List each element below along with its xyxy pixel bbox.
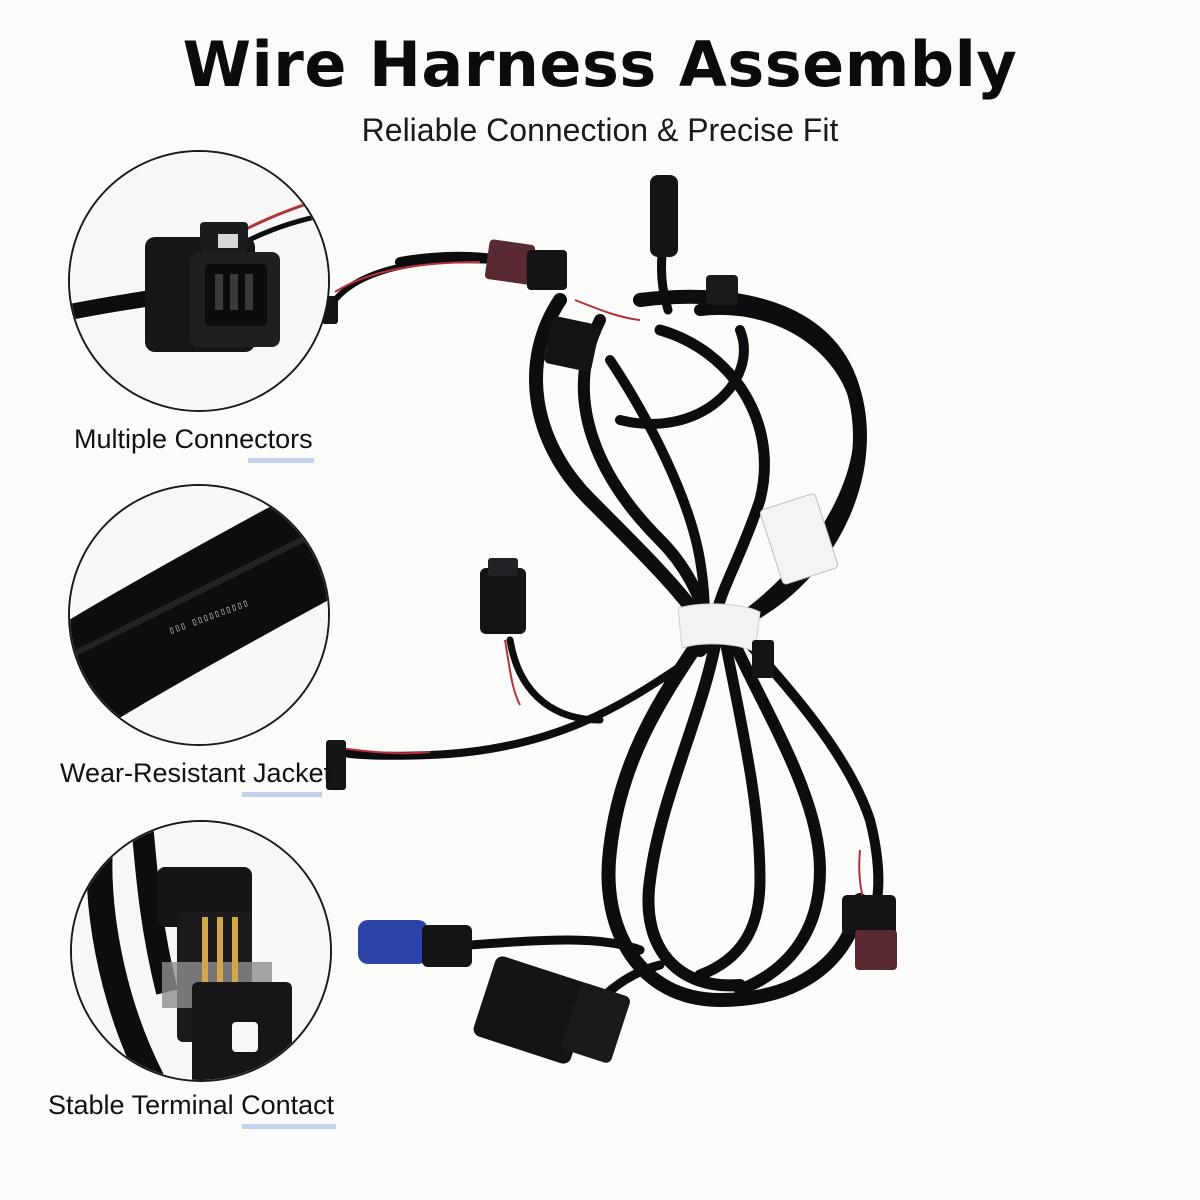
callout-label-connectors: Multiple Connectors (74, 424, 313, 454)
callout-label-jacket: Wear-Resistant Jacket (60, 758, 332, 788)
callout-multiple-connectors (68, 150, 330, 412)
connector-closeup-image (70, 152, 328, 410)
callout-label-terminal: Stable Terminal Contact (48, 1090, 335, 1120)
label-underline (242, 792, 322, 797)
callout-wear-resistant-jacket: ▯▯▯ ▯▯▯▯▯▯▯▯▯▯ (68, 484, 330, 746)
jacket-closeup-image: ▯▯▯ ▯▯▯▯▯▯▯▯▯▯ (70, 486, 328, 744)
page-title: Wire Harness Assembly (182, 28, 1018, 101)
callout-stable-terminal-contact (70, 820, 332, 1082)
page-subtitle: Reliable Connection & Precise Fit (361, 112, 839, 148)
label-underline (242, 1124, 336, 1129)
terminal-closeup-image (72, 822, 330, 1080)
label-underline (248, 458, 314, 463)
